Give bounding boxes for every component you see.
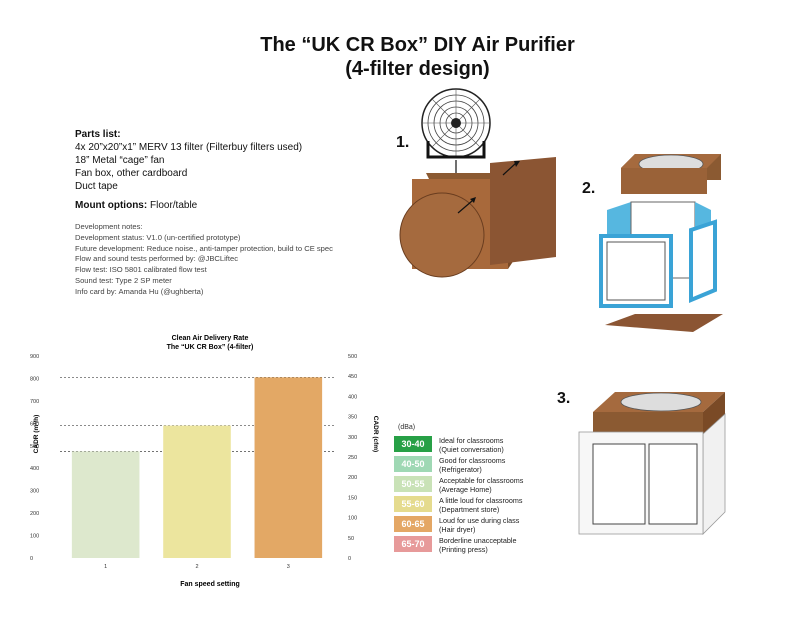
step-1-illustration <box>399 88 556 278</box>
bar <box>163 425 231 558</box>
x-tick: 2 <box>195 564 198 570</box>
parts-heading: Parts list: <box>75 129 121 140</box>
legend-desc: Acceptable for classrooms <box>439 476 524 485</box>
fan-icon <box>421 88 491 159</box>
dev-note: Flow and sound tests performed by: @JBCL… <box>75 254 239 264</box>
legend-swatch: 50-55 <box>394 476 432 492</box>
y-tick-right: 150 <box>348 495 357 501</box>
dev-note: Sound test: Type 2 SP meter <box>75 275 172 285</box>
parts-list: Parts list: 4x 20”x20”x1” MERV 13 filter… <box>75 128 302 193</box>
y-axis-right-label: CADR (cfm) <box>372 416 379 452</box>
legend-desc: A little loud for classrooms <box>439 496 523 505</box>
dev-note: Development status: V1.0 (un-certified p… <box>75 232 241 242</box>
parts-item: 4x 20”x20”x1” MERV 13 filter (Filterbuy … <box>75 142 303 153</box>
legend-swatch: 60-65 <box>394 516 432 532</box>
step-1-label: 1. <box>396 134 410 151</box>
y-tick-right: 350 <box>348 415 357 421</box>
step-3-illustration <box>578 392 726 535</box>
y-tick-right: 250 <box>348 455 357 461</box>
legend-swatch: 30-40 <box>394 436 432 452</box>
y-tick-left: 700 <box>30 399 39 405</box>
dev-note: Flow test: ISO 5801 calibrated flow test <box>75 265 207 275</box>
y-tick-left: 100 <box>30 534 39 540</box>
mount-value: Floor/table <box>149 200 198 211</box>
legend-example: (Quiet conversation) <box>439 444 504 454</box>
cadr-chart: Clean Air Delivery Rate The “UK CR Box” … <box>30 335 379 588</box>
step-2-illustration <box>599 154 723 332</box>
bar <box>71 451 140 558</box>
legend-example: (Hair dryer) <box>439 524 476 534</box>
parts-item: Duct tape <box>75 181 118 192</box>
legend-desc: Good for classrooms <box>439 456 506 465</box>
dev-note: Info card by: Amanda Hu (@ughberta) <box>75 286 204 296</box>
y-tick-right: 300 <box>348 435 357 441</box>
y-tick-right: 400 <box>348 394 357 400</box>
x-axis-label: Fan speed setting <box>180 581 240 588</box>
x-tick: 1 <box>104 564 107 570</box>
y-tick-left: 300 <box>30 489 39 495</box>
page-subtitle: (4-filter design) <box>345 58 490 80</box>
legend-swatch: 65-70 <box>394 536 432 552</box>
mount-label: Mount options: <box>75 200 148 211</box>
bar <box>254 377 323 558</box>
y-tick-left: 0 <box>30 556 33 562</box>
step-2-label: 2. <box>582 180 596 197</box>
y-tick-left: 900 <box>30 354 39 360</box>
legend-desc: Loud for use during class <box>439 516 520 525</box>
chart-title: Clean Air Delivery Rate <box>172 335 249 342</box>
y-tick-right: 50 <box>348 536 354 542</box>
legend-swatch: 40-50 <box>394 456 432 472</box>
development-notes: Development notes: Development status: V… <box>75 222 333 298</box>
y-tick-left: 800 <box>30 376 39 382</box>
y-tick-left: 500 <box>30 444 39 450</box>
y-tick-left: 200 <box>30 511 39 517</box>
dev-note: Future development: Reduce noise., anti-… <box>75 243 333 253</box>
y-tick-right: 0 <box>348 556 351 562</box>
legend-example: (Average Home) <box>439 484 492 494</box>
y-tick-right: 100 <box>348 516 357 522</box>
y-tick-right: 450 <box>348 374 357 380</box>
page-title: The “UK CR Box” DIY Air Purifier <box>260 34 575 56</box>
legend-example: (Printing press) <box>439 544 488 554</box>
legend-example: (Refrigerator) <box>439 464 482 474</box>
legend-unit: (dBa) <box>398 424 416 431</box>
legend-desc: Borderline unacceptable <box>439 536 517 545</box>
dev-note: Development notes: <box>75 222 143 231</box>
y-tick-right: 200 <box>348 475 357 481</box>
step-3-label: 3. <box>557 390 571 407</box>
legend-swatch: 55-60 <box>394 496 432 512</box>
fan-icon <box>620 392 702 412</box>
y-tick-left: 400 <box>30 466 39 472</box>
legend-desc: Ideal for classrooms <box>439 436 504 445</box>
parts-item: 18” Metal “cage” fan <box>75 155 165 166</box>
x-tick: 3 <box>287 564 290 570</box>
y-axis-left-label: CADR (m³/h) <box>33 415 40 454</box>
y-tick-left: 600 <box>30 421 39 427</box>
legend-example: (Department store) <box>439 504 500 514</box>
chart-subtitle: The “UK CR Box” (4-filter) <box>167 344 254 351</box>
mount-options: Mount options: Floor/table <box>75 200 197 211</box>
parts-item: Fan box, other cardboard <box>75 168 188 179</box>
y-tick-right: 500 <box>348 354 357 360</box>
